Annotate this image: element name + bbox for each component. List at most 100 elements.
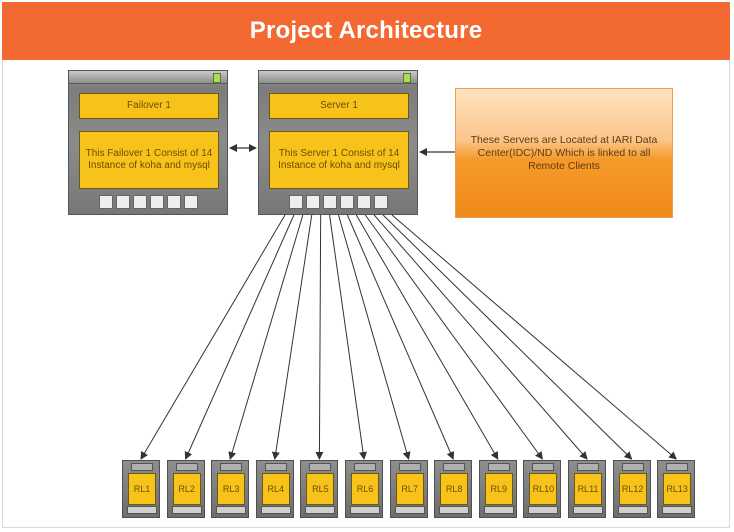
failover-top-rail bbox=[69, 71, 227, 84]
drive-bay-icon bbox=[98, 195, 113, 209]
drive-bay-icon bbox=[166, 195, 181, 209]
client-label: RL1 bbox=[133, 484, 151, 494]
client-label: RL12 bbox=[621, 484, 644, 494]
client-link-arrow bbox=[228, 214, 304, 460]
page-title: Project Architecture bbox=[249, 17, 483, 44]
server-drive-bays bbox=[283, 195, 393, 209]
server-name: Server 1 bbox=[320, 100, 358, 111]
client-link-arrow bbox=[346, 214, 455, 460]
client-base-icon bbox=[305, 506, 336, 514]
client-label: RL9 bbox=[490, 484, 508, 494]
client-base-icon bbox=[171, 506, 202, 514]
drive-bay-icon bbox=[288, 195, 303, 209]
client-label-panel: RL1 bbox=[128, 473, 156, 505]
failover-name: Failover 1 bbox=[127, 100, 171, 111]
client-label: RL5 bbox=[312, 484, 329, 494]
client-base-icon bbox=[394, 506, 425, 514]
client-base-icon bbox=[350, 506, 380, 514]
client-base-icon bbox=[260, 506, 291, 514]
client-node: RL4 bbox=[255, 460, 294, 518]
client-link-arrow bbox=[315, 214, 324, 460]
failover-drive-bays bbox=[93, 195, 203, 209]
client-node: RL5 bbox=[300, 460, 339, 518]
client-links bbox=[140, 214, 677, 460]
client-label: RL10 bbox=[532, 484, 555, 494]
server-name-panel: Server 1 bbox=[269, 93, 409, 119]
client-label: RL7 bbox=[401, 484, 418, 494]
client-link-arrow bbox=[382, 214, 633, 460]
client-link-arrow bbox=[271, 214, 313, 460]
client-label: RL3 bbox=[222, 484, 240, 494]
client-label: RL13 bbox=[666, 484, 688, 494]
drive-bay-icon bbox=[149, 195, 164, 209]
client-label: RL4 bbox=[267, 484, 285, 494]
client-link-arrow bbox=[391, 214, 677, 460]
client-node: RL3 bbox=[211, 460, 250, 518]
location-note: These Servers are Located at IARI Data C… bbox=[455, 88, 673, 218]
client-label-panel: RL12 bbox=[618, 473, 647, 505]
client-base-icon bbox=[483, 506, 514, 514]
client-top-icon bbox=[264, 463, 287, 471]
client-top-icon bbox=[175, 463, 198, 471]
client-node: RL7 bbox=[389, 460, 428, 518]
client-node: RL6 bbox=[345, 460, 383, 518]
client-top-icon bbox=[577, 463, 599, 471]
server-description: This Server 1 Consist of 14 Instance of … bbox=[278, 148, 400, 171]
client-top-icon bbox=[131, 463, 153, 471]
client-label-panel: RL6 bbox=[351, 473, 379, 505]
client-label-panel: RL4 bbox=[261, 473, 290, 505]
failover-server: Failover 1 This Failover 1 Consist of 14… bbox=[68, 70, 228, 215]
client-node: RL10 bbox=[523, 460, 562, 518]
client-label-panel: RL5 bbox=[306, 473, 335, 505]
client-link-arrow bbox=[355, 214, 499, 460]
client-base-icon bbox=[439, 506, 470, 514]
drive-bay-icon bbox=[305, 195, 320, 209]
client-label-panel: RL7 bbox=[395, 473, 424, 505]
client-link-arrow bbox=[140, 214, 286, 460]
client-top-icon bbox=[666, 463, 689, 471]
client-node: RL11 bbox=[568, 460, 606, 518]
client-top-icon bbox=[443, 463, 466, 471]
title-bar: Project Architecture bbox=[2, 2, 730, 60]
drive-bay-icon bbox=[322, 195, 337, 209]
client-label: RL8 bbox=[445, 484, 463, 494]
client-base-icon bbox=[617, 506, 648, 514]
client-label-panel: RL8 bbox=[440, 473, 469, 505]
server-led-icon bbox=[403, 73, 411, 83]
failover-name-panel: Failover 1 bbox=[79, 93, 219, 119]
client-top-icon bbox=[398, 463, 421, 471]
client-top-icon bbox=[621, 463, 644, 471]
client-label-panel: RL11 bbox=[574, 473, 602, 505]
client-top-icon bbox=[532, 463, 555, 471]
client-label-panel: RL13 bbox=[663, 473, 692, 505]
client-link-arrow bbox=[329, 214, 367, 460]
server-description-panel: This Server 1 Consist of 14 Instance of … bbox=[269, 131, 409, 189]
client-label: RL2 bbox=[178, 484, 195, 494]
server-top-rail bbox=[259, 71, 417, 84]
client-link-arrow bbox=[373, 214, 588, 460]
client-link-arrow bbox=[364, 214, 543, 460]
client-label: RL6 bbox=[356, 484, 374, 494]
main-server: Server 1 This Server 1 Consist of 14 Ins… bbox=[258, 70, 418, 215]
client-node: RL8 bbox=[434, 460, 473, 518]
client-label-panel: RL3 bbox=[217, 473, 246, 505]
client-label-panel: RL10 bbox=[529, 473, 558, 505]
client-top-icon bbox=[309, 463, 332, 471]
client-node: RL13 bbox=[657, 460, 696, 518]
drive-bay-icon bbox=[132, 195, 147, 209]
client-node: RL12 bbox=[612, 460, 651, 518]
client-top-icon bbox=[354, 463, 376, 471]
client-base-icon bbox=[127, 506, 157, 514]
client-top-icon bbox=[487, 463, 510, 471]
client-node: RL9 bbox=[478, 460, 517, 518]
client-base-icon bbox=[573, 506, 603, 514]
failover-description: This Failover 1 Consist of 14 Instance o… bbox=[85, 148, 213, 171]
failover-description-panel: This Failover 1 Consist of 14 Instance o… bbox=[79, 131, 219, 189]
drive-bay-icon bbox=[183, 195, 198, 209]
failover-led-icon bbox=[213, 73, 221, 83]
drive-bay-icon bbox=[356, 195, 371, 209]
drive-bay-icon bbox=[339, 195, 354, 209]
client-node: RL1 bbox=[122, 460, 160, 518]
client-base-icon bbox=[216, 506, 247, 514]
